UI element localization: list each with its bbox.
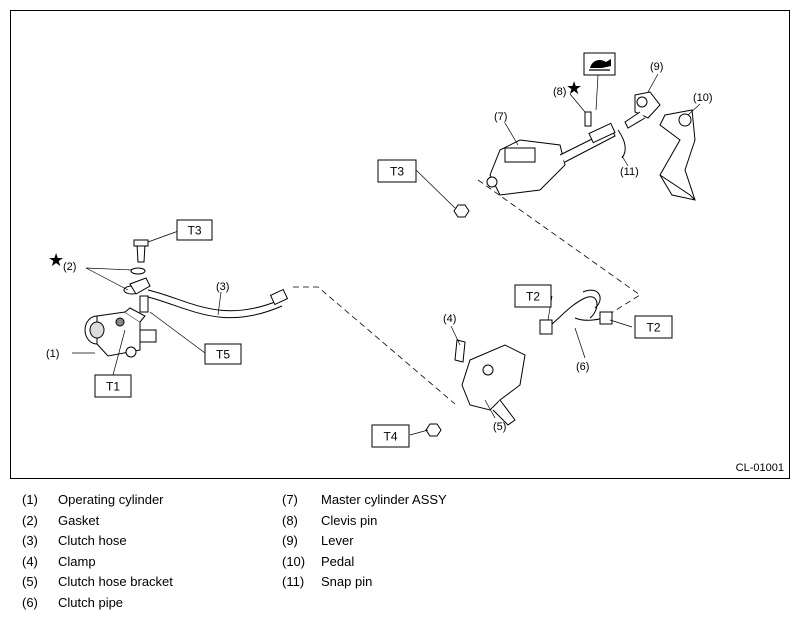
star-marker-clevis-pin: ★ — [566, 78, 582, 99]
legend-number: (9) — [282, 533, 298, 548]
master-cylinder — [453, 122, 616, 218]
legend-label: Clevis pin — [321, 512, 378, 528]
legend-number: (7) — [282, 492, 298, 507]
torque-box-t3-right: T3 — [377, 159, 417, 183]
svg-text:T2: T2 — [526, 290, 540, 304]
legend-number: (3) — [22, 533, 38, 548]
clevis-pin-and-snap-pin — [584, 111, 626, 159]
legend-item: (4) Clamp — [22, 552, 282, 573]
legend-number: (8) — [282, 512, 298, 528]
legend-item: (1) Operating cylinder — [22, 490, 282, 511]
svg-text:T3: T3 — [187, 224, 201, 238]
legend-item: (9) Lever — [282, 531, 582, 552]
callout-3: (3) — [216, 281, 229, 293]
legend-label: Operating cylinder — [58, 492, 164, 507]
legend-number: (10) — [282, 553, 306, 569]
legend-label: Clutch hose bracket — [58, 574, 173, 589]
legend-label: Lever — [321, 533, 354, 548]
legend-number: (5) — [22, 574, 38, 589]
torque-box-t1: T1 — [94, 374, 132, 398]
svg-text:T3: T3 — [390, 165, 404, 179]
svg-text:T5: T5 — [216, 348, 230, 362]
callout-5: (5) — [493, 421, 506, 433]
legend-label: Snap pin — [321, 574, 373, 589]
callout-10: (10) — [693, 92, 713, 104]
figure-code: CL-01001 — [736, 462, 784, 474]
legend-item: (3) Clutch hose — [22, 531, 282, 552]
legend-number: (11) — [282, 574, 305, 589]
clutch-pipe — [539, 289, 613, 335]
grease-icon — [583, 52, 616, 111]
legend-item: (10) Pedal — [282, 552, 582, 573]
legend-item: (2) Gasket — [22, 511, 282, 532]
svg-text:T1: T1 — [106, 380, 120, 394]
dashed-connection-lines — [293, 179, 641, 405]
legend-number: (4) — [22, 553, 38, 569]
legend-label: Pedal — [321, 553, 355, 569]
legend-label: Clutch pipe — [58, 594, 124, 610]
torque-box-t2-top: T2 — [514, 284, 552, 308]
legend-item: (5) Clutch hose bracket — [22, 572, 282, 593]
callout-1: (1) — [46, 348, 59, 360]
operating-cylinder — [84, 307, 157, 358]
legend-right-column: (7) Master cylinder ASSY (8) Clevis pin (9… — [282, 490, 582, 593]
callout-7: (7) — [494, 111, 507, 123]
legend-left-column: (1) Operating cylinder (2) Gasket (3) Clutc… — [22, 490, 282, 613]
clutch-hose-bracket — [425, 339, 526, 437]
legend-item: (11) Snap pin — [282, 572, 582, 593]
legend-number: (6) — [22, 594, 38, 610]
torque-box-t2-right: T2 — [634, 315, 673, 339]
legend-label: Clamp — [58, 553, 96, 569]
pedal-and-lever — [624, 91, 696, 201]
legend-number: (2) — [22, 512, 38, 528]
legend-label: Master cylinder ASSY — [321, 492, 447, 507]
legend-label: Clutch hose — [58, 533, 127, 548]
gasket-and-bolt — [123, 239, 151, 313]
svg-text:T4: T4 — [383, 430, 397, 444]
legend-label: Gasket — [58, 512, 100, 528]
callout-2: (2) — [63, 261, 76, 273]
legend-item: (6) Clutch pipe — [22, 593, 282, 614]
callout-11: (11) — [620, 166, 639, 178]
legend-number: (1) — [22, 492, 38, 507]
callout-4: (4) — [443, 313, 456, 325]
diagram-frame — [10, 10, 790, 479]
callout-6: (6) — [576, 361, 589, 373]
svg-text:T2: T2 — [646, 321, 660, 335]
torque-box-t4: T4 — [371, 424, 410, 448]
callout-8: (8) — [553, 86, 566, 98]
clutch-hose — [147, 288, 289, 319]
legend-item: (7) Master cylinder ASSY — [282, 490, 582, 511]
legend-item: (8) Clevis pin — [282, 511, 582, 532]
callout-9: (9) — [650, 61, 663, 73]
torque-box-t3-upper: T3 — [176, 219, 213, 241]
star-marker-gasket: ★ — [48, 250, 64, 271]
torque-box-t5: T5 — [204, 343, 242, 365]
